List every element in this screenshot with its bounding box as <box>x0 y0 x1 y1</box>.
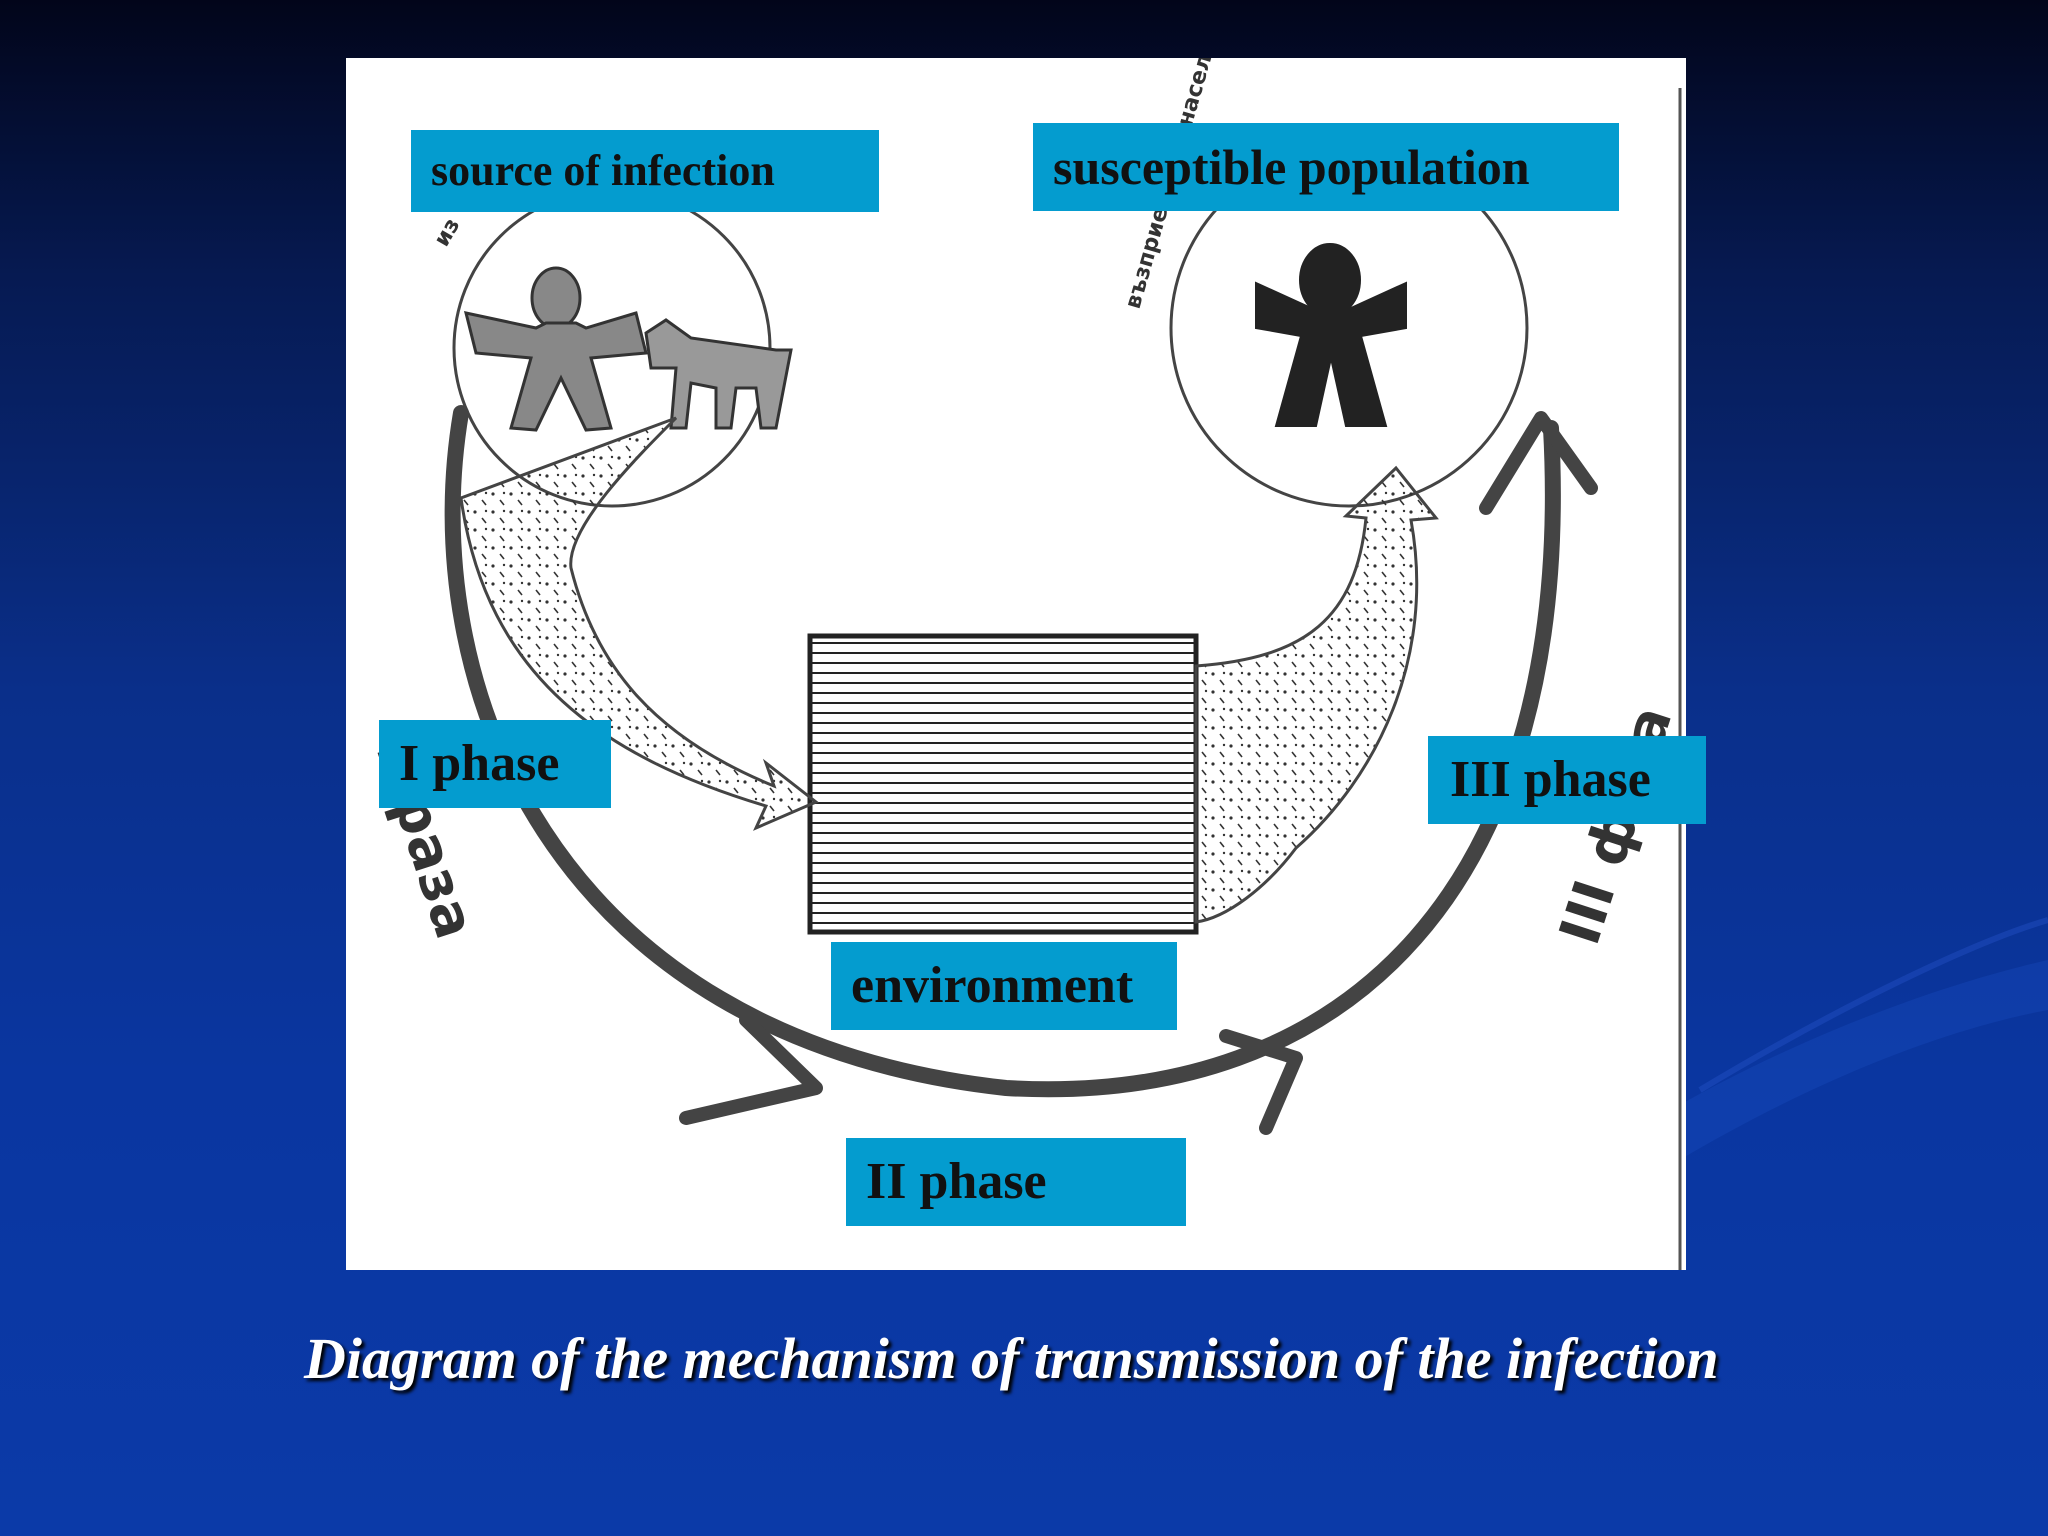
susceptible-population-label: susceptible population <box>1033 123 1619 211</box>
diagram-drawing: I фаза III фаза възприемчиво население и… <box>363 58 1685 1270</box>
environment-box <box>807 633 1199 935</box>
phase-1-label: I phase <box>379 720 611 808</box>
arc-arrowhead-3 <box>1479 411 1598 515</box>
transmission-diagram: I фаза III фаза възприемчиво население и… <box>346 58 1706 1270</box>
phase-2-label: II phase <box>846 1138 1186 1226</box>
arc-arrowhead-1 <box>679 1013 823 1125</box>
arc-arrowhead-2 <box>1219 1029 1303 1135</box>
left-circle-text: из <box>430 214 466 251</box>
environment-to-susceptible-arrow <box>1194 465 1439 924</box>
slide-caption: Diagram of the mechanism of transmission… <box>304 1326 1719 1391</box>
source-person-icon <box>463 266 648 432</box>
environment-label: environment <box>831 942 1177 1030</box>
phase-3-label: III phase <box>1428 736 1706 824</box>
source-of-infection-label: source of infection <box>411 130 879 212</box>
source-to-environment-arrow <box>459 416 819 831</box>
susceptible-person-icon <box>1255 243 1407 427</box>
